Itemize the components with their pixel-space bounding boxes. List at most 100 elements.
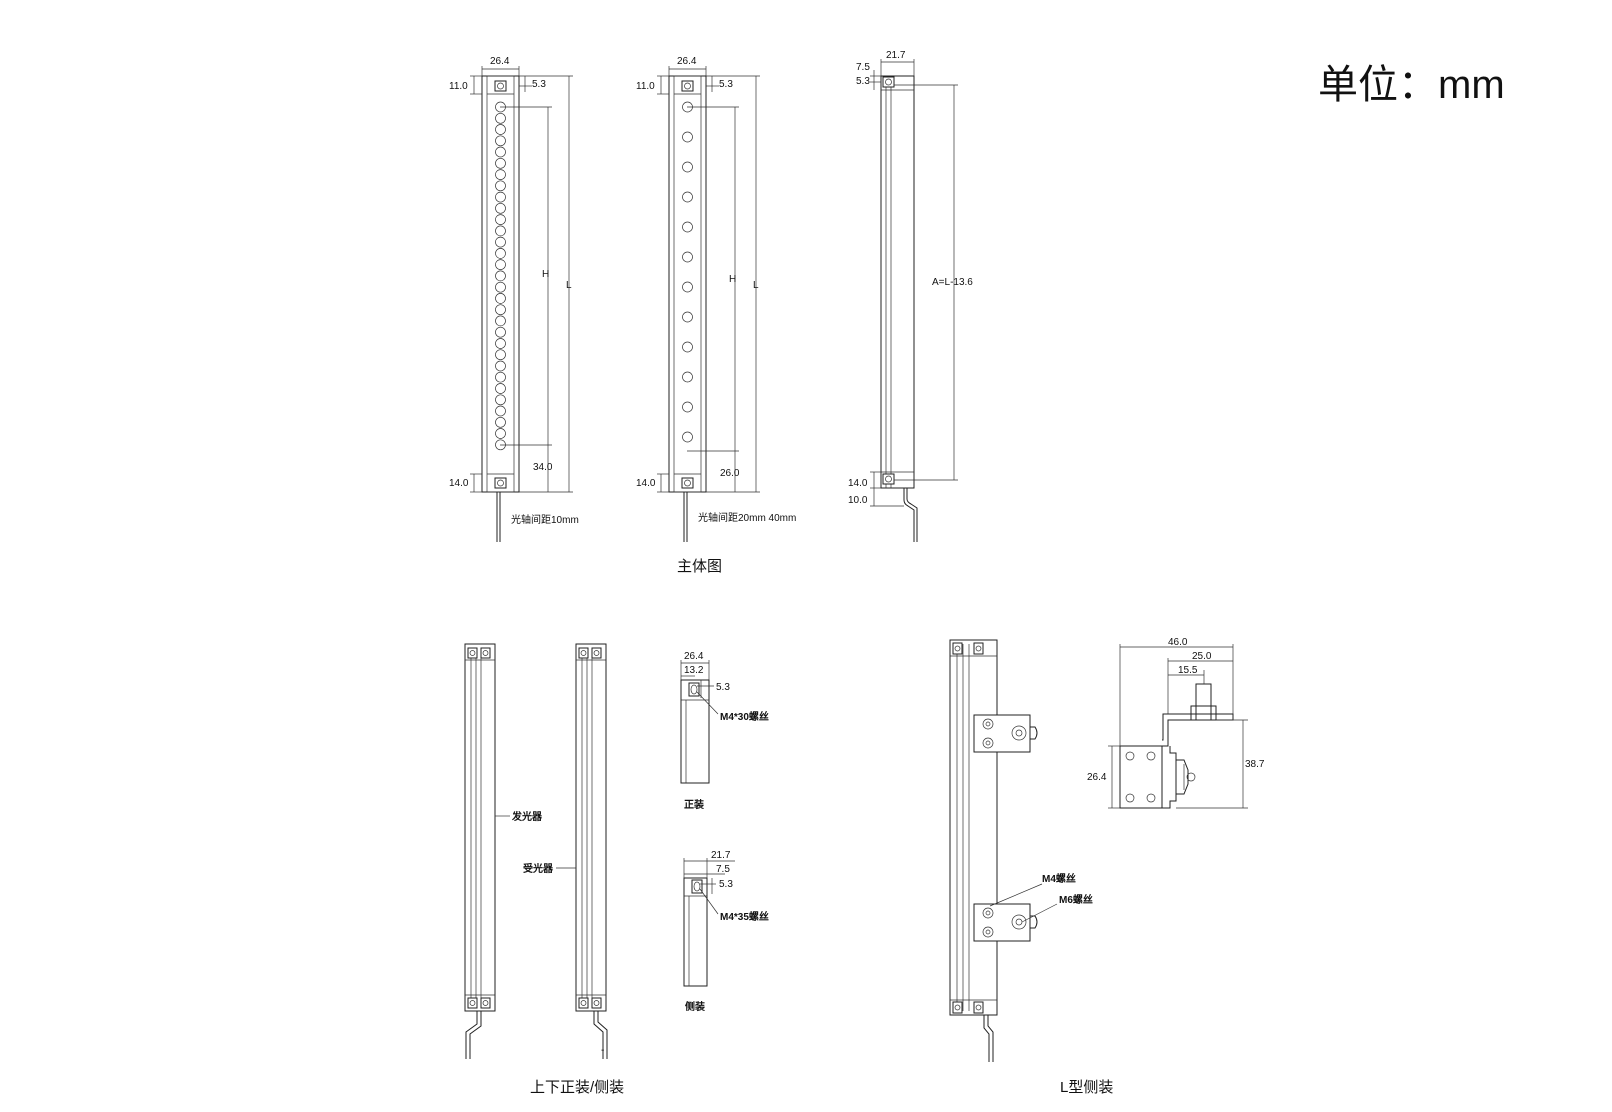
l-side-bar <box>949 639 998 1062</box>
dim-hole: 5.3 <box>719 79 733 90</box>
unit-label: 单位：mm <box>1318 63 1505 107</box>
lens-circle <box>682 311 693 323</box>
screw-label: M4*35螺丝 <box>720 910 769 923</box>
lens-circle <box>682 281 693 293</box>
lens-circle <box>682 401 693 413</box>
dim-top-offset: 11.0 <box>449 81 468 92</box>
receiver-bar <box>575 643 608 1059</box>
lens-circle <box>682 251 693 263</box>
lens-circle <box>682 431 693 443</box>
label-m6: M6螺丝 <box>1059 893 1093 906</box>
lens-circle <box>495 338 506 349</box>
dim-bottom-lens: 34.0 <box>533 462 553 473</box>
lens-circle <box>495 202 506 214</box>
lens-circle <box>495 225 506 237</box>
lens-circle <box>495 293 506 304</box>
lens-circle <box>495 383 506 394</box>
lens-circle <box>495 157 506 169</box>
dim-h1: 26.4 <box>1087 772 1107 783</box>
dim-l: L <box>753 280 759 291</box>
dim-w: 46.0 <box>1168 637 1188 648</box>
lens-circle <box>682 191 693 203</box>
emitter-bar <box>464 643 496 1059</box>
lens-circle <box>495 180 506 192</box>
lens-circle <box>495 315 506 327</box>
lens-circle <box>495 191 506 203</box>
dim-half: 13.2 <box>684 665 704 676</box>
dim-h: H <box>729 274 736 285</box>
lens-circle <box>495 169 506 180</box>
dim-bottom: 14.0 <box>848 478 868 489</box>
bracket-detail: 46.0 25.0 15.5 26.4 38.7 <box>1087 637 1265 809</box>
dim-bottom: 14.0 <box>636 478 656 489</box>
dim-hole: 5.3 <box>719 879 733 890</box>
lens-circle <box>682 131 693 143</box>
label-emitter: 发光器 <box>511 810 543 823</box>
dim-width: 26.4 <box>684 651 704 662</box>
lens-circle <box>495 360 506 372</box>
lens-circle <box>495 124 506 135</box>
screw-label: M4*30螺丝 <box>720 710 769 723</box>
dim-hole: 5.3 <box>716 682 730 693</box>
lens-circle <box>495 146 506 158</box>
side-mount-detail: 21.7 7.5 5.3 M4*35螺丝 侧装 <box>683 850 769 1013</box>
caption-l-side: L型侧装 <box>1060 1079 1113 1096</box>
lens-column-10mm <box>495 101 506 451</box>
dim-width: 21.7 <box>886 50 906 61</box>
lens-circle <box>495 405 506 417</box>
dash-mark: - <box>601 1045 604 1056</box>
front-mount-detail: 26.4 13.2 5.3 M4*30螺丝 正装 <box>680 651 769 811</box>
lens-circle <box>495 416 506 428</box>
dim-h2: 38.7 <box>1245 759 1265 770</box>
dim-a: A=L-13.6 <box>932 277 973 288</box>
dim-width: 26.4 <box>490 56 510 67</box>
dim-h: H <box>542 269 549 280</box>
main-view-20-40mm: 26.4 11.0 5.3 H L 26.0 14.0 光轴间距20mm 40m… <box>636 56 796 542</box>
dim-top-offset: 7.5 <box>856 62 870 73</box>
lens-circle <box>495 326 506 338</box>
lens-circle <box>495 394 506 406</box>
label-receiver: 受光器 <box>523 862 554 875</box>
lens-circle <box>495 248 506 259</box>
lens-circle <box>495 236 506 248</box>
sensor-body-outline <box>481 75 520 493</box>
pitch-note-10mm: 光轴间距10mm <box>511 513 579 526</box>
pitch-note-20-40mm: 光轴间距20mm 40mm <box>698 511 796 524</box>
lens-circle <box>495 214 506 225</box>
lens-circle <box>495 428 506 439</box>
lens-circle <box>495 112 506 124</box>
lens-circle <box>495 281 506 293</box>
dim-hole: 5.3 <box>532 79 546 90</box>
l-bracket-top <box>973 714 1038 753</box>
dim-offset: 7.5 <box>716 864 730 875</box>
front-mount-label: 正装 <box>684 798 704 811</box>
dim-bottom-lens: 26.0 <box>720 468 740 479</box>
lens-circle <box>682 221 693 233</box>
caption-mount: 上下正装/侧装 <box>530 1079 624 1096</box>
main-view-10mm: 26.4 11.0 5.3 H L 34.0 14.0 光轴间距10mm <box>449 56 579 542</box>
mount-hole-top <box>494 80 507 92</box>
label-m4: M4螺丝 <box>1042 872 1076 885</box>
dim-w2: 25.0 <box>1192 651 1212 662</box>
l-bracket-bottom <box>973 903 1038 942</box>
caption-main: 主体图 <box>677 558 722 575</box>
lens-circle <box>682 341 693 353</box>
lens-circle <box>495 304 506 316</box>
sensor-inner-frame <box>486 75 515 493</box>
dim-width: 21.7 <box>711 850 731 861</box>
lens-circle <box>495 349 506 361</box>
lens-circle <box>495 135 506 147</box>
main-view-side: 21.7 7.5 5.3 A=L-13.6 14.0 10.0 <box>848 50 973 542</box>
dim-top-offset: 11.0 <box>636 81 655 92</box>
lens-circle <box>682 161 693 173</box>
lens-circle <box>495 270 506 282</box>
lens-column-20mm <box>682 101 693 443</box>
side-mount-label: 侧装 <box>685 1000 705 1013</box>
dim-bottom2: 10.0 <box>848 495 868 506</box>
lens-circle <box>495 259 506 270</box>
dim-w3: 15.5 <box>1178 665 1198 676</box>
dim-l: L <box>566 280 572 291</box>
lens-circle <box>495 371 506 383</box>
dim-width: 26.4 <box>677 56 697 67</box>
